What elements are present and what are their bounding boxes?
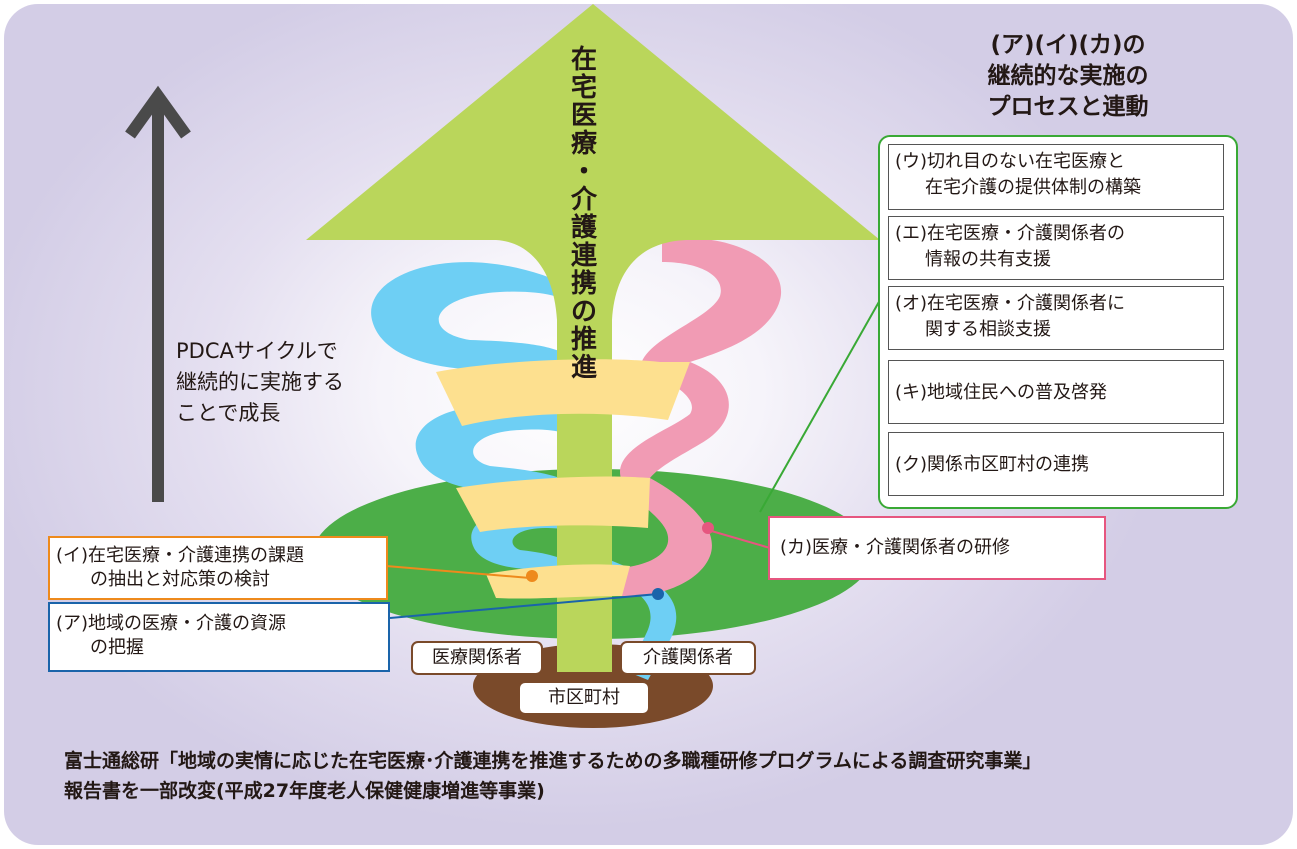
green-item: (オ)在宅医療・介護関係者に 関する相談支援 [888,286,1224,350]
pdca-line: PDCAサイクルで [176,339,338,363]
green-item-line1: (キ)地域住民への普及啓発 [895,382,1108,403]
connector-ka [707,529,771,549]
pdca-line: ことで成長 [176,401,281,425]
green-item: (エ)在宅医療・介護関係者の 情報の共有支援 [888,216,1224,280]
arrow-char: 医 [570,101,597,131]
connector-a [389,593,659,619]
pdca-line: 継続的に実施する [176,370,344,394]
connector-i [385,565,531,579]
label-a-line2: の把握 [90,637,144,658]
label-a-line1: (ア)地域の医療・介護の資源 [56,613,287,634]
arrow-char: 推 [570,325,597,355]
arrow-char: 護 [570,213,597,243]
central-arrow-label: 在 宅 医 療 ・ 介 護 連 携 の 推 進 [562,46,606,382]
dot-ka [702,522,714,534]
green-item-line2: 在宅介護の提供体制の構築 [925,177,1141,198]
header-line: 継続的な実施の [987,63,1149,89]
green-item: (ク)関係市区町村の連携 [888,432,1224,496]
green-item-line1: (オ)在宅医療・介護関係者に [895,293,1126,314]
header-line: プロセスと連動 [987,94,1149,120]
arrow-char: 進 [570,353,597,383]
dot-i [526,570,538,582]
green-item-line2: 情報の共有支援 [925,249,1051,270]
label-ka: (カ)医療・介護関係者の研修 [768,516,1106,580]
green-item-line1: (ク)関係市区町村の連携 [895,454,1090,475]
arrow-char: 在 [570,45,597,75]
arrow-char: 携 [570,269,597,299]
arrow-char: ・ [570,157,597,187]
arrow-char: 連 [570,241,597,271]
yellow-ribbon [436,359,690,599]
tag-care: 介護関係者 [620,641,756,675]
green-item-line2: 関する相談支援 [925,319,1051,340]
green-item: (ウ)切れ目のない在宅医療と 在宅介護の提供体制の構築 [888,144,1224,210]
footer-line: 報告書を一部改変(平成27年度老人保健健康増進等事業) [64,780,545,802]
central-arrow [306,4,880,672]
dot-a [652,588,664,600]
arrow-char: の [570,297,597,327]
label-i-line2: の抽出と対応策の検討 [90,569,270,590]
arrow-char: 宅 [570,73,597,103]
header-line: (ア)(イ)(カ)の [990,32,1146,58]
tag-medical: 医療関係者 [411,641,543,675]
pink-ribbon [618,238,782,597]
header-title: (ア)(イ)(カ)の 継続的な実施の プロセスと連動 [938,30,1198,123]
label-i-line1: (イ)在宅医療・介護連携の課題 [56,545,305,566]
arrow-char: 療 [570,129,597,159]
green-item: (キ)地域住民への普及啓発 [888,360,1224,424]
footer-line: 富士通総研「地域の実情に応じた在宅医療･介護連携を推進するための多職種研修プログ… [64,750,1042,772]
green-item-line1: (ウ)切れ目のない在宅医療と [895,151,1126,172]
arrow-char: 介 [570,185,597,215]
label-ka-text: (カ)医療・介護関係者の研修 [780,537,1011,558]
connector-green [759,299,881,513]
footer-source: 富士通総研「地域の実情に応じた在宅医療･介護連携を推進するための多職種研修プログ… [64,746,1264,806]
label-a: (ア)地域の医療・介護の資源 の把握 [48,602,390,672]
pdca-text: PDCAサイクルで 継続的に実施する ことで成長 [176,336,416,429]
tag-municipality: 市区町村 [518,681,650,715]
growth-arrow [125,85,191,502]
green-item-line1: (エ)在宅医療・介護関係者の [895,223,1126,244]
label-i: (イ)在宅医療・介護連携の課題 の抽出と対応策の検討 [48,536,388,600]
